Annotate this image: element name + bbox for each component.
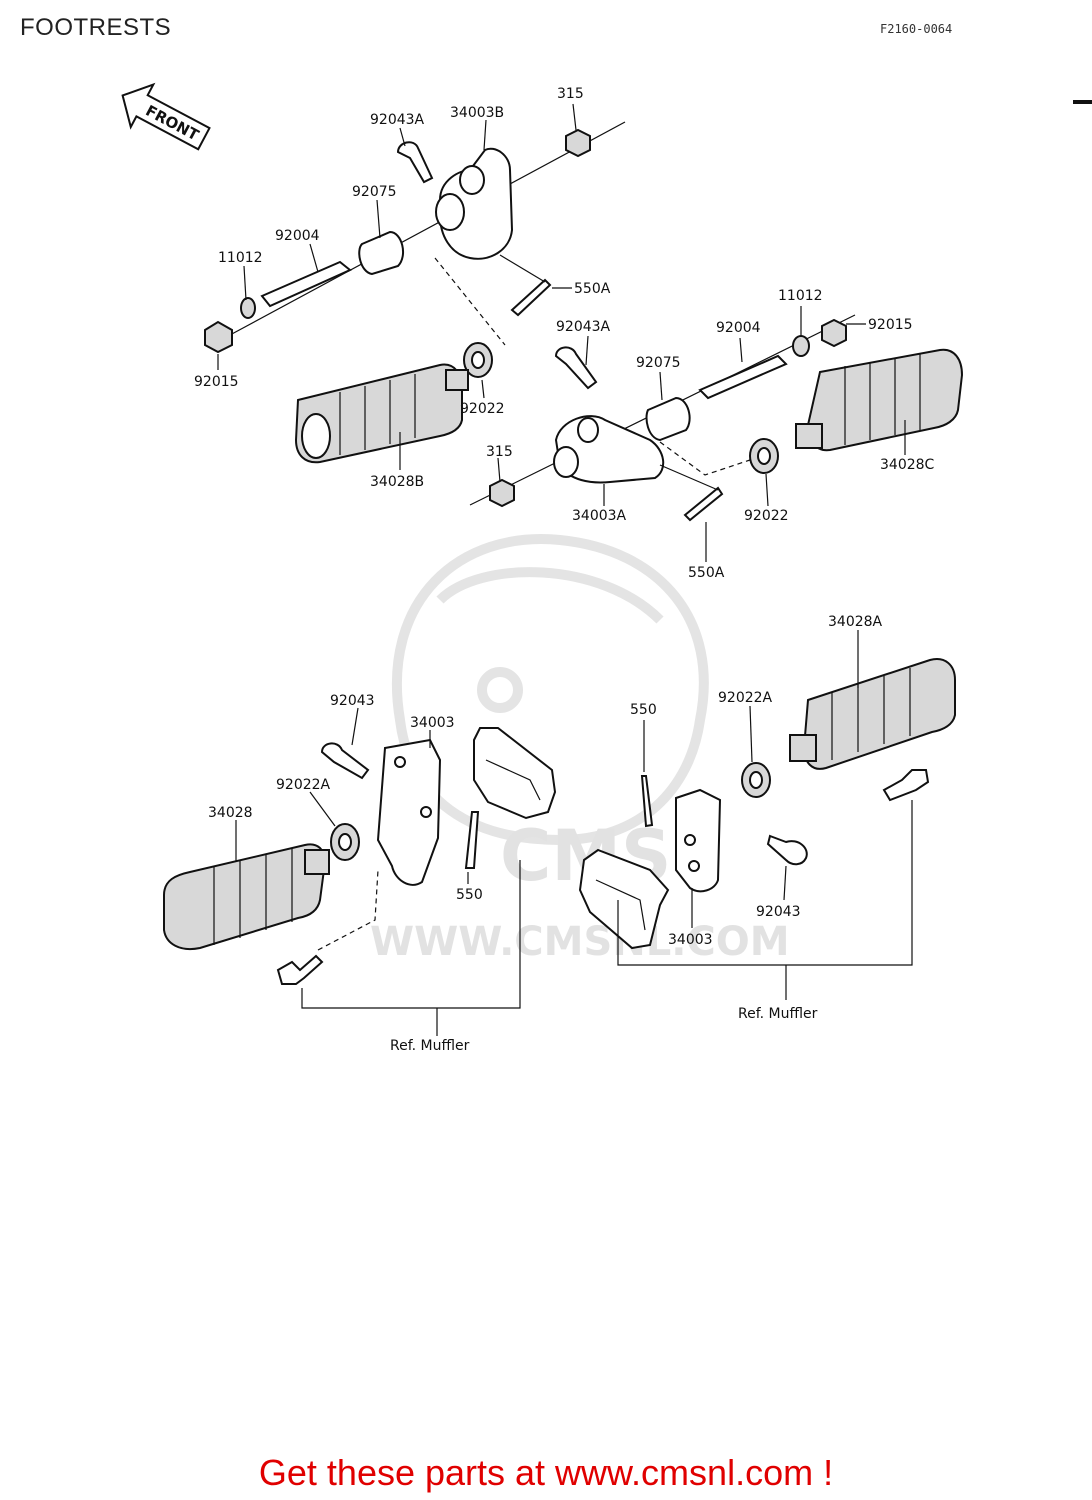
callout-92022-left: 92022 [460, 401, 505, 417]
bolt-92043-left [320, 742, 370, 780]
callout-92022A-right: 92022A [718, 690, 773, 706]
callout-labels: 315 34003B 92043A 92075 92004 11012 9201… [194, 86, 935, 1054]
front-arrow: FRONT [121, 82, 211, 151]
bushing-92075-mid [645, 396, 691, 442]
edge-mark [1073, 100, 1092, 104]
ref-muffler-right: Ref. Muffler [738, 1006, 818, 1022]
callout-34003B: 34003B [450, 105, 504, 121]
leader-lines [217, 103, 906, 928]
callout-92022A-left: 92022A [276, 777, 331, 793]
pin-92004-right [698, 354, 788, 400]
callout-550-left: 550 [456, 887, 483, 903]
diagram-code: F2160-0064 [880, 22, 953, 36]
bracket-34003-left [376, 738, 442, 886]
callout-11012-left: 11012 [218, 250, 263, 266]
callout-92075-mid: 92075 [636, 355, 681, 371]
bolt-92043-right [766, 834, 808, 866]
watermark-mascot-eye [477, 667, 523, 713]
bracket-34003-right [675, 788, 722, 893]
watermark-url: WWW.CMSNL.COM [370, 919, 790, 965]
footpeg-34028 [163, 843, 327, 950]
callout-550A-bottom: 550A [688, 565, 725, 581]
bolt-muffler-right [882, 769, 930, 802]
pin-550-right [640, 775, 654, 828]
parts-diagram: CMS WWW.CMSNL.COM FRONT [121, 82, 964, 1054]
callout-92004-top: 92004 [275, 228, 320, 244]
footer-cta-link[interactable]: Get these parts at www.cmsnl.com ! [258, 1452, 834, 1493]
ref-muffler-left: Ref. Muffler [390, 1038, 470, 1054]
pin-550-left [464, 811, 480, 869]
callout-315-mid: 315 [486, 444, 513, 460]
callout-92015-right: 92015 [868, 317, 913, 333]
footpeg-34028C [806, 348, 964, 452]
mount-plate-right [578, 848, 670, 950]
callout-34028C: 34028C [880, 457, 935, 473]
callout-92043A-top: 92043A [370, 112, 425, 128]
bolt-92043A-top [396, 141, 434, 184]
front-arrow-outline [121, 82, 211, 151]
watermark-mascot-cap [436, 567, 664, 624]
callout-34003A: 34003A [572, 508, 627, 524]
washer-11012-right [792, 335, 810, 357]
callout-34003-right: 34003 [668, 932, 713, 948]
watermark-mascot-outline [391, 534, 709, 846]
bolt-92043A-mid [554, 346, 598, 390]
nut-92015-left [204, 320, 233, 354]
nut-92015-right [821, 318, 847, 348]
cotter-pin-550A-bottom [683, 486, 724, 522]
page-title: FOOTRESTS [20, 14, 172, 41]
callout-92075-top: 92075 [352, 184, 397, 200]
callout-92004-right: 92004 [716, 320, 761, 336]
upper-left-assembly [204, 121, 626, 464]
nut-315-mid [489, 478, 515, 508]
callout-92022-right: 92022 [744, 508, 789, 524]
footpeg-34028A [802, 658, 956, 770]
callout-92015-left: 92015 [194, 374, 239, 390]
upper-right-assembly [469, 314, 964, 522]
nut-315-top [565, 128, 591, 158]
callout-315-top: 315 [557, 86, 584, 102]
callout-550A-top: 550A [574, 281, 611, 297]
callout-550-right: 550 [630, 702, 657, 718]
callout-92043A-mid: 92043A [556, 319, 611, 335]
cotter-pin-550A-top [510, 278, 552, 317]
callout-34003-left: 34003 [410, 715, 455, 731]
callout-34028: 34028 [208, 805, 253, 821]
callout-92043-left: 92043 [330, 693, 375, 709]
pin-92004-top [260, 260, 352, 308]
callout-92043-right: 92043 [756, 904, 801, 920]
callout-34028A: 34028A [828, 614, 883, 630]
bolt-muffler-left [276, 954, 324, 985]
bushing-92075-top [358, 230, 405, 276]
callout-34028B: 34028B [370, 474, 424, 490]
callout-11012-right: 11012 [778, 288, 823, 304]
washer-11012-left [240, 297, 256, 319]
lower-left-assembly [163, 727, 557, 1036]
lower-right-assembly [578, 658, 956, 1000]
